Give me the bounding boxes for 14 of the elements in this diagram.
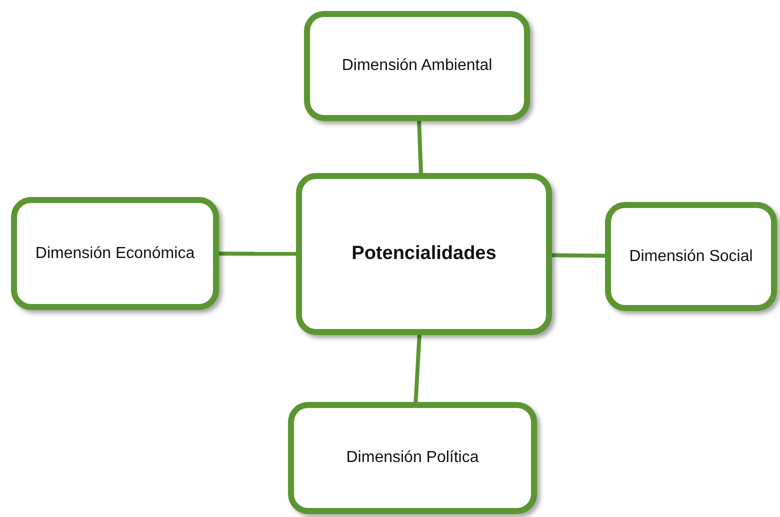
rounded-box — [304, 11, 530, 121]
box-label: Dimensión Política — [346, 448, 479, 468]
box-label: Potencialidades — [352, 242, 496, 266]
rounded-box — [296, 173, 552, 335]
connector-line — [219, 252, 296, 256]
connector-line — [552, 253, 606, 258]
box-label: Dimensión Ambiental — [342, 56, 492, 76]
rounded-box — [11, 197, 219, 310]
connector-line — [417, 120, 423, 174]
box-label: Dimensión Social — [629, 246, 753, 266]
rounded-box — [605, 202, 777, 311]
rounded-box — [288, 402, 537, 514]
box-label: Dimensión Económica — [35, 244, 195, 264]
connector-line — [414, 334, 422, 402]
